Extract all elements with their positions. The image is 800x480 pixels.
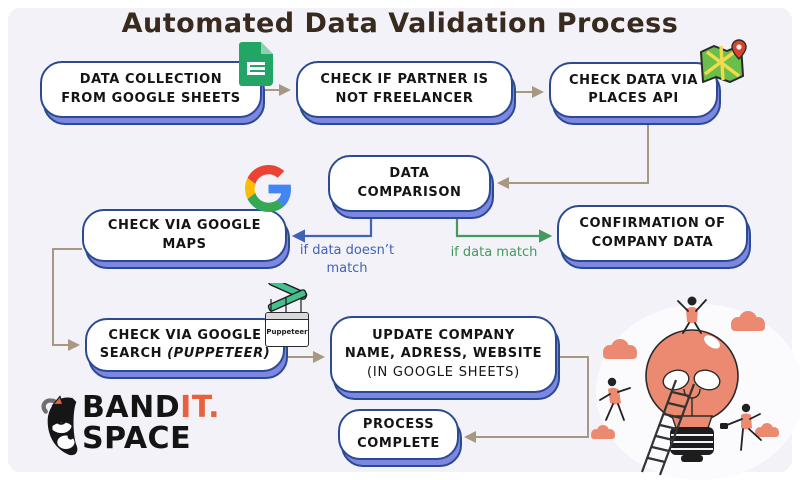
- node-text: UPDATE COMPANY: [372, 327, 515, 343]
- node-text: FROM GOOGLE SHEETS: [61, 90, 241, 106]
- logo-line1: BANDIT.: [82, 392, 220, 423]
- node-text: PROCESS: [362, 417, 435, 433]
- node-data-comparison: DATA COMPARISON: [328, 155, 491, 212]
- bandit-space-logo: BANDIT. SPACE: [40, 392, 220, 458]
- raccoon-logo-icon: [41, 395, 78, 456]
- edge-label-no-match: if data doesn’t match: [299, 243, 395, 276]
- puppeteer-cross: [267, 277, 308, 314]
- edge-label-match: if data match: [450, 245, 538, 260]
- node-text: MAPS: [162, 236, 207, 252]
- google-maps-icon: [700, 39, 747, 83]
- node-text: NOT FREELANCER: [335, 90, 474, 106]
- node-text: NAME, ADRESS, WEBSITE: [344, 346, 543, 362]
- node-text-light: (IN GOOGLE SHEETS): [366, 364, 521, 380]
- node-text: COMPANY DATA: [591, 234, 714, 250]
- logo-space: SPACE: [82, 421, 192, 456]
- logo-band: BAND: [82, 390, 181, 425]
- node-process-complete: PROCESS COMPLETE: [338, 409, 459, 460]
- puppeteer-icon: Puppeteer: [263, 277, 310, 347]
- node-text: DATA COLLECTION: [79, 72, 223, 88]
- node-update-company: UPDATE COMPANY NAME, ADRESS, WEBSITE (IN…: [330, 316, 557, 393]
- node-text-italic: (PUPPETEER): [167, 346, 271, 361]
- node-google-search: CHECK VIA GOOGLE SEARCH (PUPPETEER): [85, 318, 285, 372]
- logo-it: IT.: [180, 390, 221, 425]
- puppeteer-window: Puppeteer: [265, 312, 309, 347]
- puppeteer-window-label: Puppeteer: [266, 327, 308, 336]
- node-places-api: CHECK DATA VIA PLACES API: [549, 62, 718, 118]
- node-text: DATA: [389, 166, 430, 182]
- node-text: CONFIRMATION OF: [579, 216, 726, 232]
- google-sheets-icon: [239, 42, 273, 86]
- node-text: CHECK IF PARTNER IS: [320, 72, 489, 88]
- node-text: COMPLETE: [357, 435, 440, 451]
- node-text: CHECK VIA GOOGLE: [107, 218, 262, 234]
- node-text: PLACES API: [588, 91, 679, 106]
- google-g-icon: [245, 165, 292, 212]
- node-data-collection: DATA COLLECTION FROM GOOGLE SHEETS: [40, 61, 262, 118]
- node-text: CHECK VIA GOOGLE: [108, 327, 262, 343]
- node-google-maps: CHECK VIA GOOGLE MAPS: [82, 209, 287, 262]
- node-text: CHECK DATA VIA: [568, 72, 699, 88]
- node-confirmation: CONFIRMATION OF COMPANY DATA: [557, 205, 748, 262]
- node-text: COMPARISON: [357, 184, 462, 200]
- node-check-partner: CHECK IF PARTNER IS NOT FREELANCER: [296, 61, 513, 118]
- node-text: SEARCH: [99, 346, 163, 361]
- team-lightbulb-illustration: [591, 296, 800, 480]
- page-title: Automated Data Validation Process: [121, 8, 679, 39]
